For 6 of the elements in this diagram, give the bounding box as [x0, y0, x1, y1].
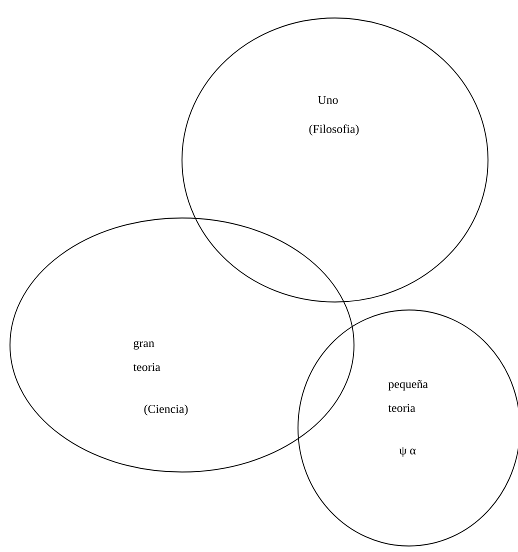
- ellipse-label: gran teoria: [133, 340, 160, 372]
- ellipse-label: pequeña teoria: [388, 380, 428, 412]
- ellipse-label: (Ciencia): [144, 404, 188, 416]
- ellipse-label: Uno: [318, 96, 338, 104]
- ellipse-label: (Filosofia): [309, 124, 359, 136]
- ellipse-label: ψ α: [399, 447, 416, 457]
